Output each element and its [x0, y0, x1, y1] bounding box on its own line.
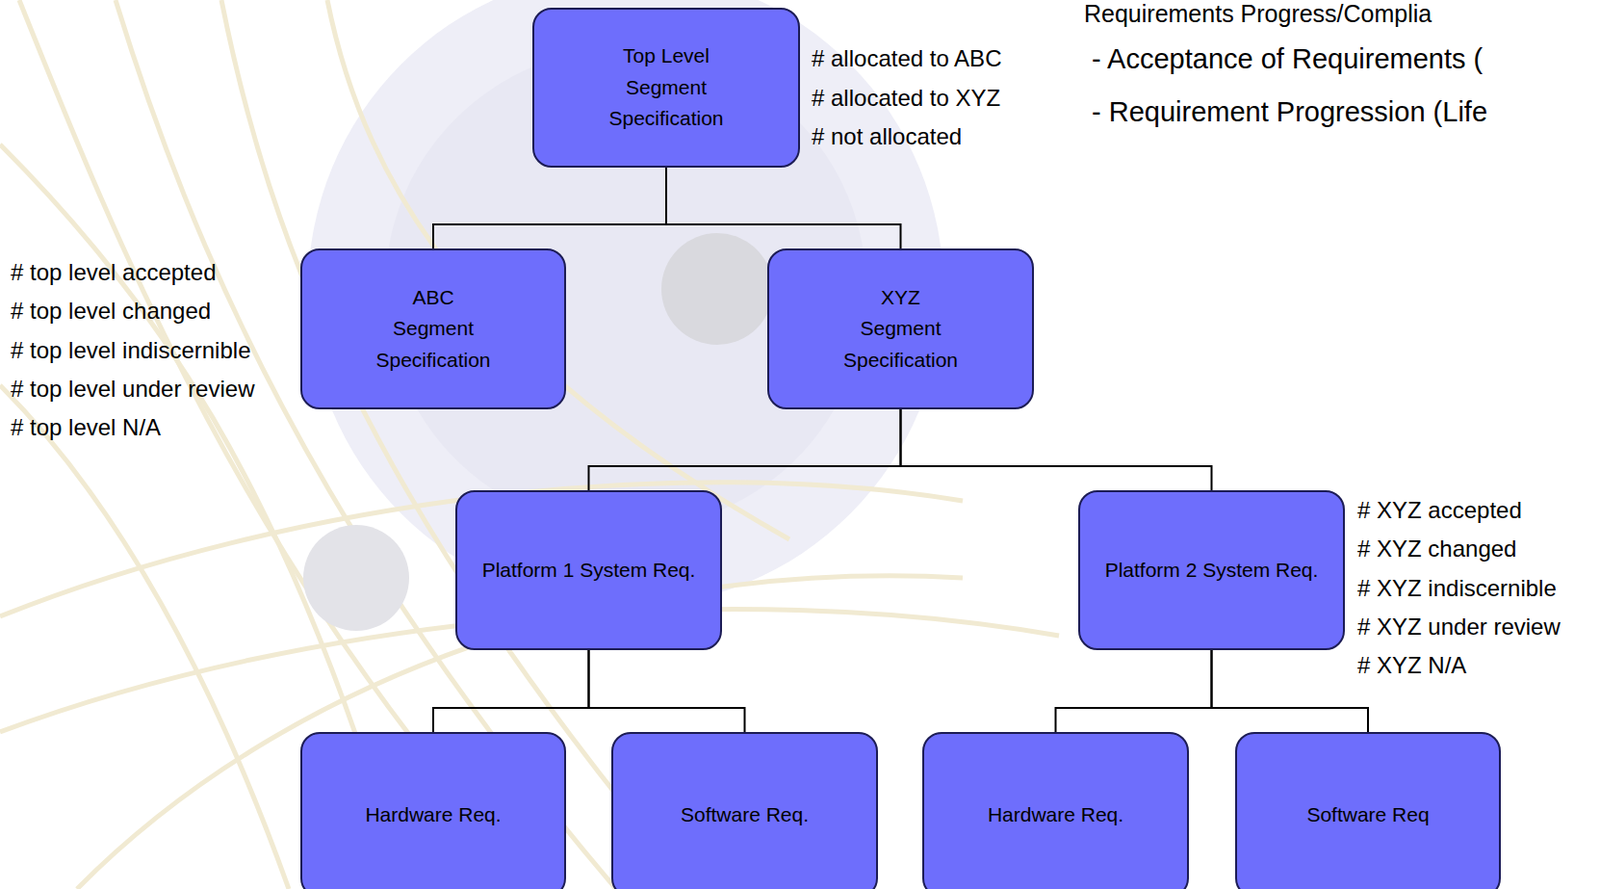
- count-label: # top level under review: [10, 375, 255, 404]
- globe-sphere: [661, 232, 774, 345]
- count-label: # not allocated: [811, 123, 962, 152]
- spec-box: Platform 2 System Req.: [1078, 490, 1345, 650]
- spec-box: Software Req: [1235, 731, 1501, 889]
- globe-sphere: [303, 524, 410, 631]
- heading-note: - Acceptance of Requirements (: [1091, 42, 1483, 77]
- count-label: # allocated to ABC: [811, 45, 1002, 74]
- box-label: Top Level Segment Specification: [604, 40, 728, 135]
- spec-box: Platform 1 System Req.: [455, 490, 723, 650]
- box-label: ABC Segment Specification: [371, 282, 495, 377]
- box-label: Software Req: [1306, 799, 1429, 831]
- tree-connector: [589, 409, 902, 491]
- tree-connector: [666, 167, 902, 249]
- spec-box: Top Level Segment Specification: [532, 7, 800, 168]
- count-label: # XYZ N/A: [1357, 651, 1467, 680]
- tree-connector: [1212, 649, 1369, 732]
- spec-box: Software Req.: [611, 731, 878, 889]
- count-label: # XYZ changed: [1357, 535, 1517, 564]
- count-label: # top level accepted: [10, 258, 216, 287]
- box-label: Hardware Req.: [364, 799, 501, 831]
- box-label: Hardware Req.: [987, 799, 1124, 831]
- box-label: Platform 1 System Req.: [482, 554, 697, 587]
- box-label: Software Req.: [680, 799, 809, 831]
- tree-connector: [589, 649, 746, 732]
- spec-box: Hardware Req.: [300, 731, 567, 889]
- spec-box: ABC Segment Specification: [300, 248, 567, 410]
- count-label: # XYZ indiscernible: [1357, 574, 1557, 603]
- count-label: # top level indiscernible: [10, 336, 251, 365]
- heading-note: Requirements Progress/Complia: [1083, 0, 1432, 28]
- tree-connector: [433, 649, 590, 732]
- heading-note: - Requirement Progression (Life: [1091, 95, 1488, 130]
- count-label: # allocated to XYZ: [811, 84, 1001, 113]
- spec-box: XYZ Segment Specification: [767, 248, 1034, 410]
- count-label: # XYZ under review: [1357, 613, 1561, 642]
- tree-connector: [901, 409, 1213, 491]
- spec-box: Hardware Req.: [922, 731, 1189, 889]
- tree-connector: [433, 167, 667, 249]
- box-label: XYZ Segment Specification: [839, 282, 963, 377]
- count-label: # top level N/A: [10, 413, 161, 442]
- tree-connector: [1056, 649, 1213, 732]
- count-label: # XYZ accepted: [1357, 496, 1523, 525]
- count-label: # top level changed: [10, 297, 211, 326]
- box-label: Platform 2 System Req.: [1105, 554, 1319, 587]
